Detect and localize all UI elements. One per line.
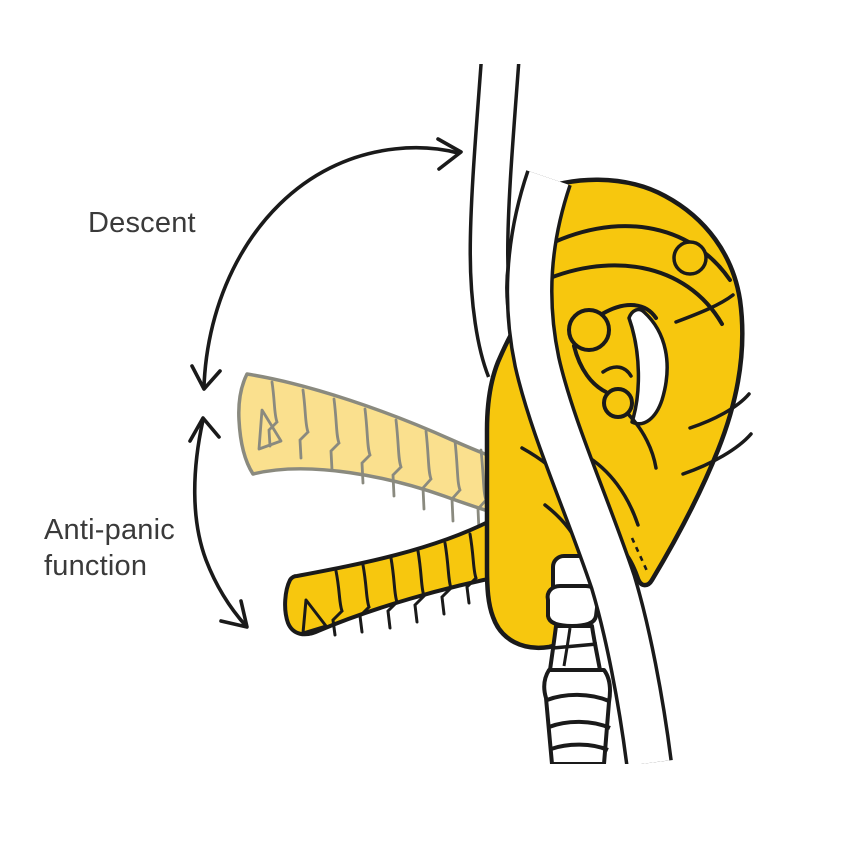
released-handle-hole bbox=[257, 408, 283, 451]
descent-arrowhead-top bbox=[436, 137, 463, 171]
rope-upper-strand bbox=[468, 60, 526, 378]
released-handle bbox=[237, 372, 499, 533]
anti-panic-handle-grooves bbox=[331, 532, 478, 637]
crop-eraser-top bbox=[450, 28, 560, 64]
descent-arrowhead-bottom bbox=[190, 364, 222, 391]
anti-panic-label-line1: Anti-panic bbox=[44, 514, 175, 546]
anti-panic-arrowhead-top bbox=[188, 416, 221, 443]
descent-label: Descent bbox=[88, 205, 196, 241]
anti-panic-handle bbox=[283, 519, 514, 637]
anti-panic-arrowhead-bottom bbox=[219, 599, 249, 629]
descent-arrow bbox=[190, 137, 463, 391]
anti-panic-handle-hole bbox=[301, 598, 328, 635]
rivet bbox=[672, 240, 708, 276]
cam-mechanism bbox=[567, 302, 669, 470]
released-handle-grooves bbox=[267, 380, 488, 533]
rope-over-body bbox=[505, 170, 673, 767]
crop-eraser-bottom bbox=[495, 764, 725, 824]
anti-panic-label: Anti-panic function bbox=[44, 512, 175, 584]
side-plate-edges bbox=[534, 224, 732, 326]
anti-panic-label-line2: function bbox=[44, 550, 148, 582]
descent-label-text: Descent bbox=[88, 207, 196, 239]
gate-seam bbox=[630, 537, 649, 572]
anti-panic-arrow bbox=[188, 416, 249, 629]
cam-slot bbox=[627, 307, 669, 426]
